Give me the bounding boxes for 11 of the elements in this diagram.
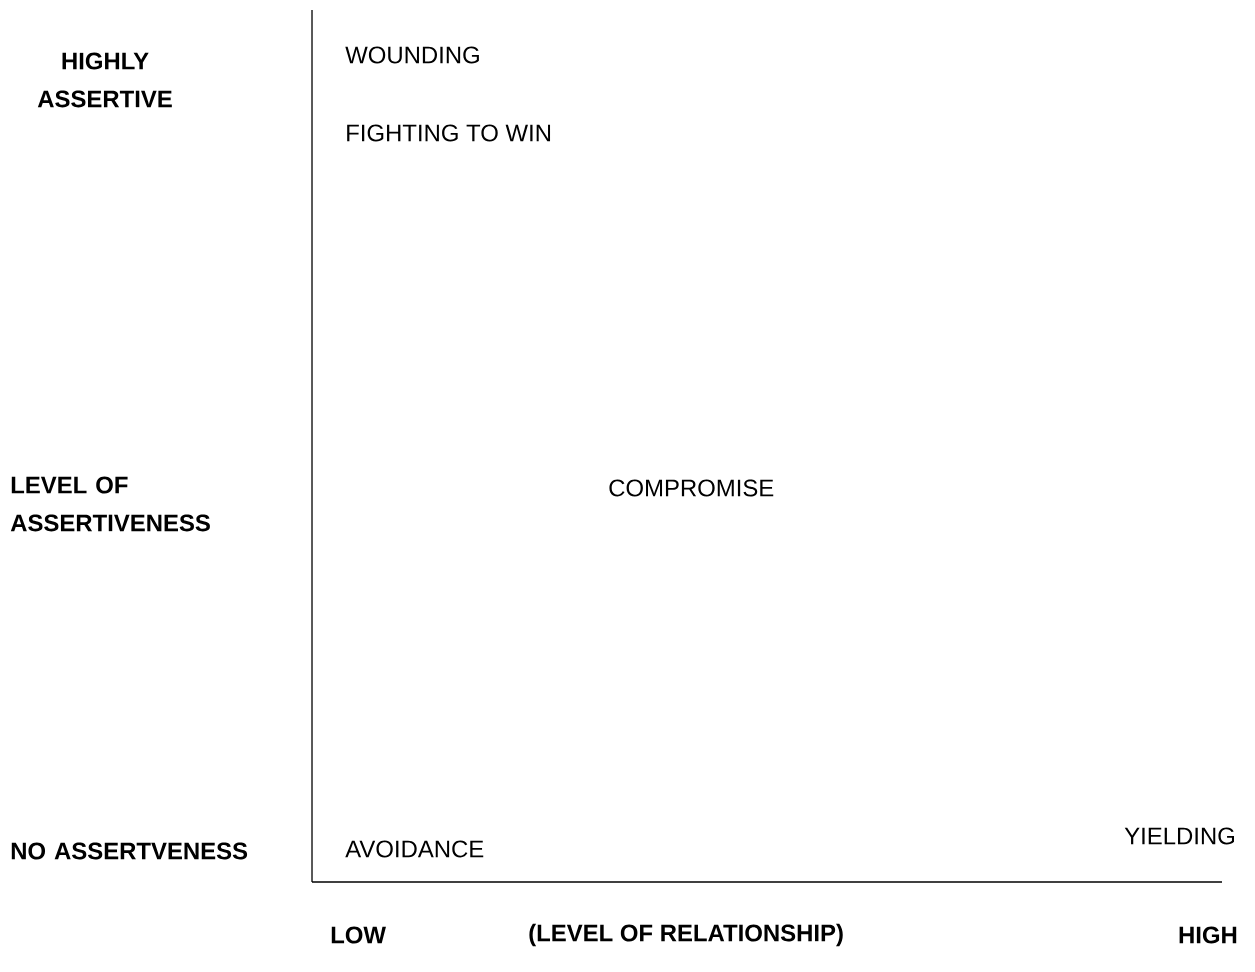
axis-label: LEVEL OF ASSERTIVENESS bbox=[10, 476, 210, 532]
axis-label: HIGH bbox=[1179, 926, 1237, 944]
axis-label: (LEVEL OF RELATIONSHIP) bbox=[529, 923, 843, 947]
style-label: AVOIDANCE bbox=[345, 840, 484, 858]
axis-label: LOW bbox=[331, 926, 386, 944]
style-label: YIELDING bbox=[1124, 827, 1234, 845]
style-label: WOUNDING bbox=[345, 46, 479, 64]
axis-label: HIGHLY ASSERTIVE bbox=[37, 52, 172, 108]
style-label: FIGHTING TO WIN bbox=[347, 124, 551, 142]
style-label: COMPROMISE bbox=[609, 479, 774, 497]
axis-label: NO ASSERTVENESS bbox=[11, 842, 248, 860]
